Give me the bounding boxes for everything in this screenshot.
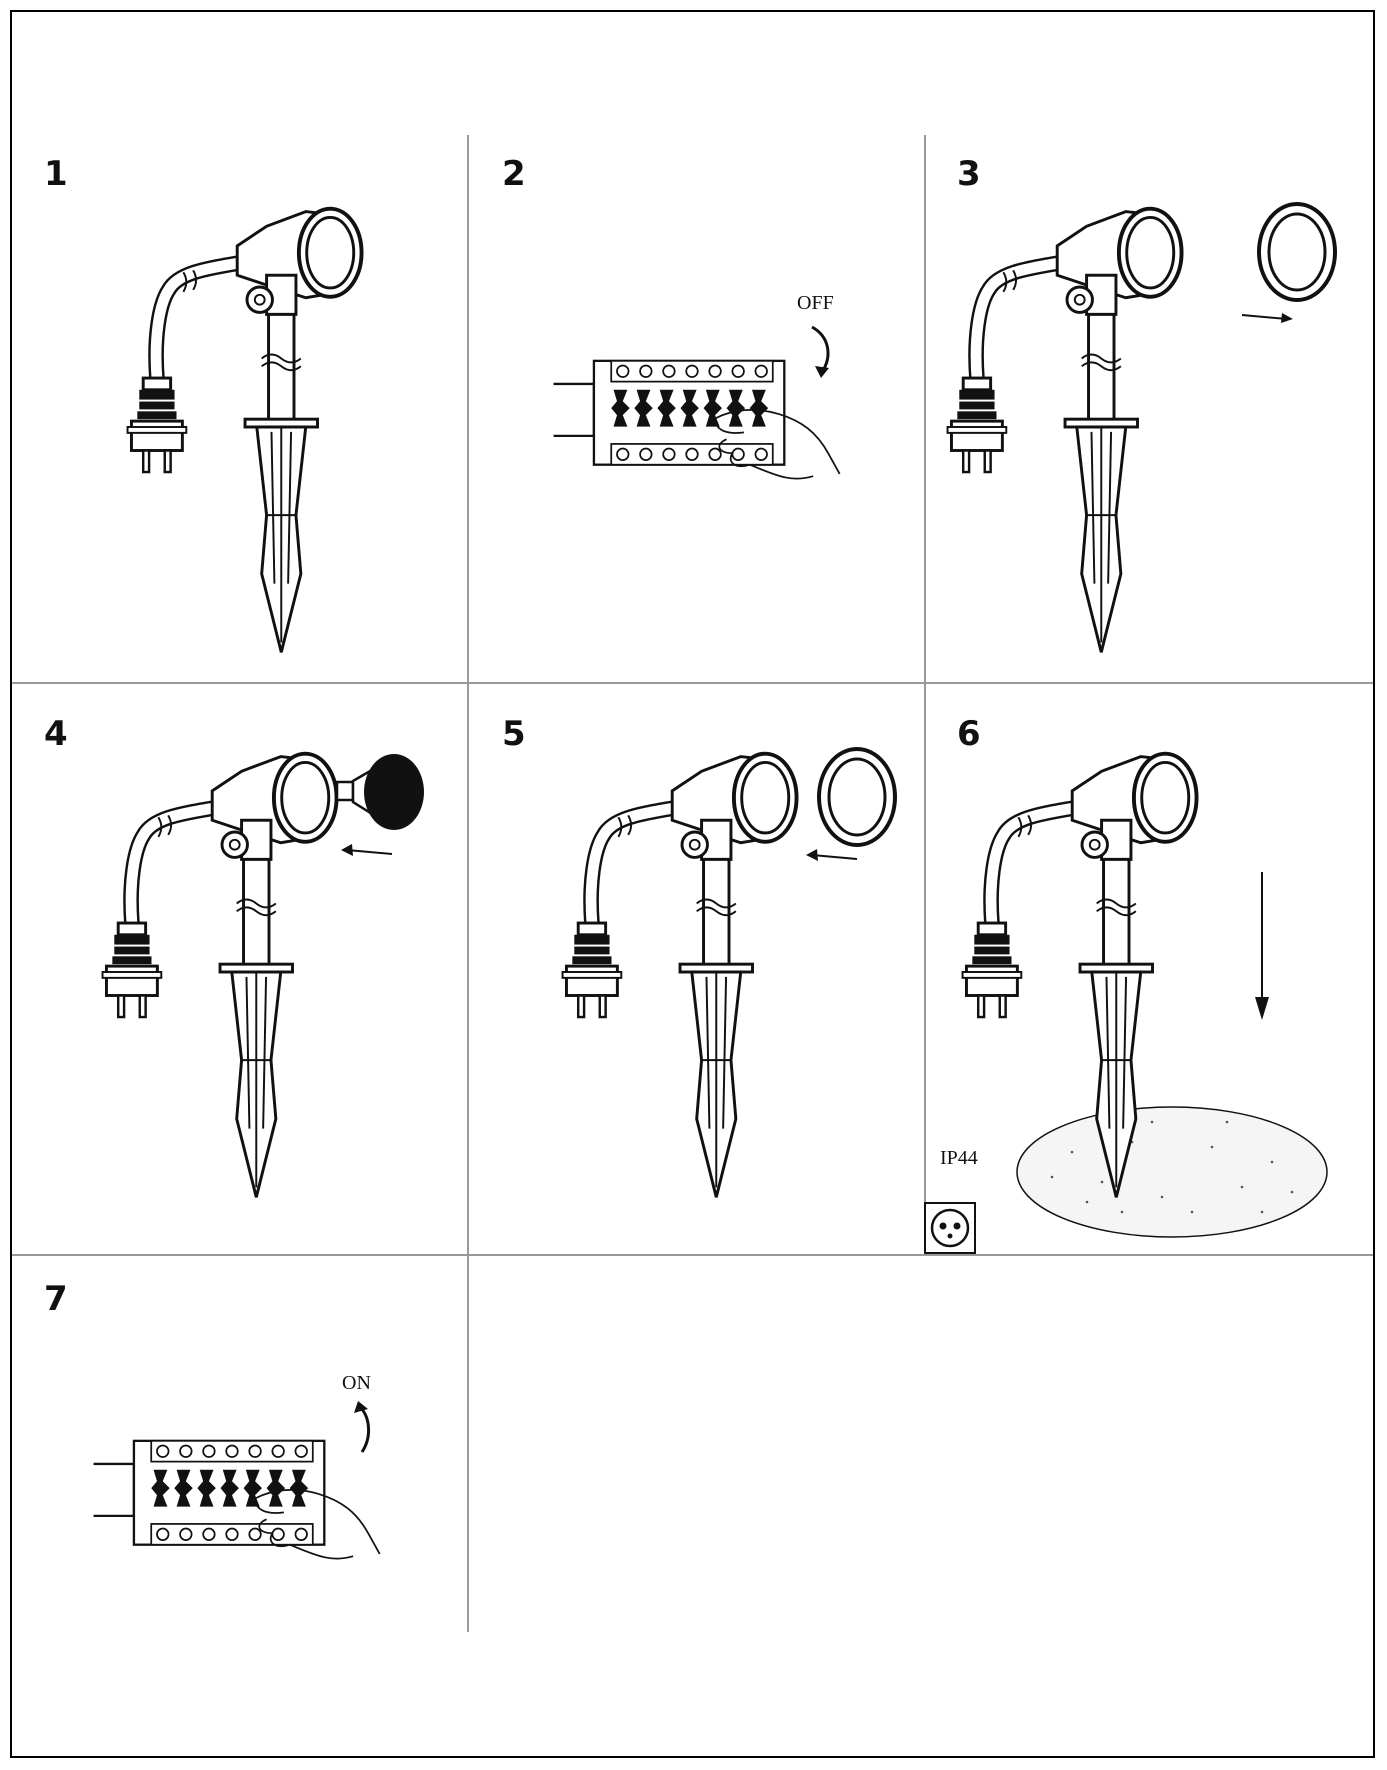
bulb-illustration: [335, 754, 424, 830]
switch-down-arrow-icon: [811, 325, 830, 378]
step-number-2: 2: [502, 154, 526, 194]
spike-lamp-illustration: [917, 192, 1217, 662]
front-cover-ring: [1257, 202, 1337, 302]
step-number-5: 5: [502, 714, 526, 754]
step-number-3: 3: [957, 154, 981, 194]
breaker-panel-illustration: [82, 1377, 382, 1597]
divider-h1: [12, 682, 1373, 684]
divider-v1: [467, 135, 469, 1632]
reattach-direction-arrow-icon: [806, 849, 858, 861]
step-number-4: 4: [44, 714, 68, 754]
spike-lamp-illustration: [532, 737, 832, 1207]
front-cover-ring: [817, 747, 897, 847]
breaker-panel-illustration: [542, 297, 842, 517]
divider-v2: [924, 135, 926, 1255]
remove-direction-arrow-icon: [1241, 313, 1293, 323]
ground-patch: [1016, 1106, 1328, 1238]
insert-direction-arrow-icon: [341, 844, 393, 856]
step-number-6: 6: [957, 714, 981, 754]
spike-lamp-illustration: [932, 737, 1232, 1207]
step-number-1: 1: [44, 154, 68, 194]
off-label: OFF: [797, 292, 834, 314]
divider-h2: [12, 1254, 1373, 1256]
instruction-sheet: 1 2 OFF 3 4 5 6: [10, 10, 1375, 1758]
spike-lamp-illustration: [97, 192, 397, 662]
push-down-arrow-icon: [1255, 872, 1269, 1020]
switch-up-arrow-icon: [354, 1401, 370, 1453]
socket-icon: [924, 1202, 976, 1254]
on-label: ON: [342, 1372, 371, 1394]
step-number-7: 7: [44, 1279, 68, 1319]
spike-lamp-illustration: [72, 737, 372, 1207]
ip-rating-label: IP44: [940, 1147, 978, 1169]
